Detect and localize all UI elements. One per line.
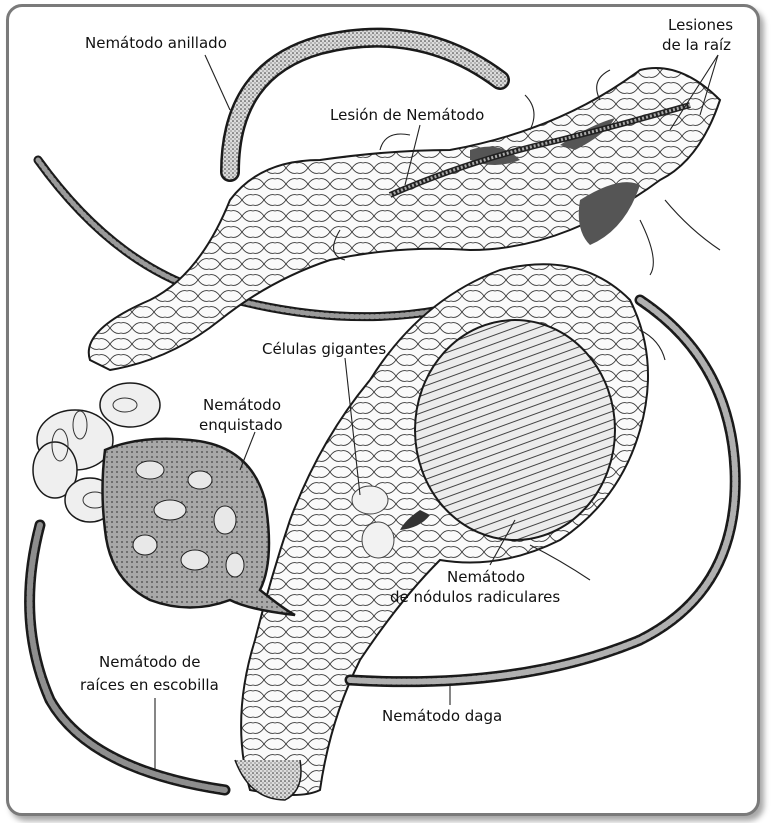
label-root-knot-line2: de nódulos radiculares [390, 588, 560, 606]
root-knot-nematode [415, 320, 615, 540]
giant-cell [352, 486, 388, 514]
label-root-lesions-line1: Lesiones [668, 16, 733, 34]
label-nematode-lesion: Lesión de Nemátodo [330, 106, 484, 124]
giant-cell [362, 522, 394, 558]
cyst-nematode [103, 439, 296, 615]
label-dagger-nematode: Nemátodo daga [382, 707, 502, 725]
label-root-knot-line1: Nemátodo [447, 568, 525, 586]
label-giant-cells: Células gigantes [262, 340, 386, 358]
leader-ringed [205, 55, 230, 110]
label-cyst-nematode-line1: Nemátodo [203, 396, 281, 414]
label-stubby-line2: raíces en escobilla [80, 676, 219, 694]
label-root-lesions-line2: de la raíz [662, 36, 731, 54]
label-cyst-nematode-line2: enquistado [199, 416, 283, 434]
label-stubby-line1: Nemátodo de [99, 653, 201, 671]
label-ringed-nematode: Nemátodo anillado [85, 34, 227, 52]
